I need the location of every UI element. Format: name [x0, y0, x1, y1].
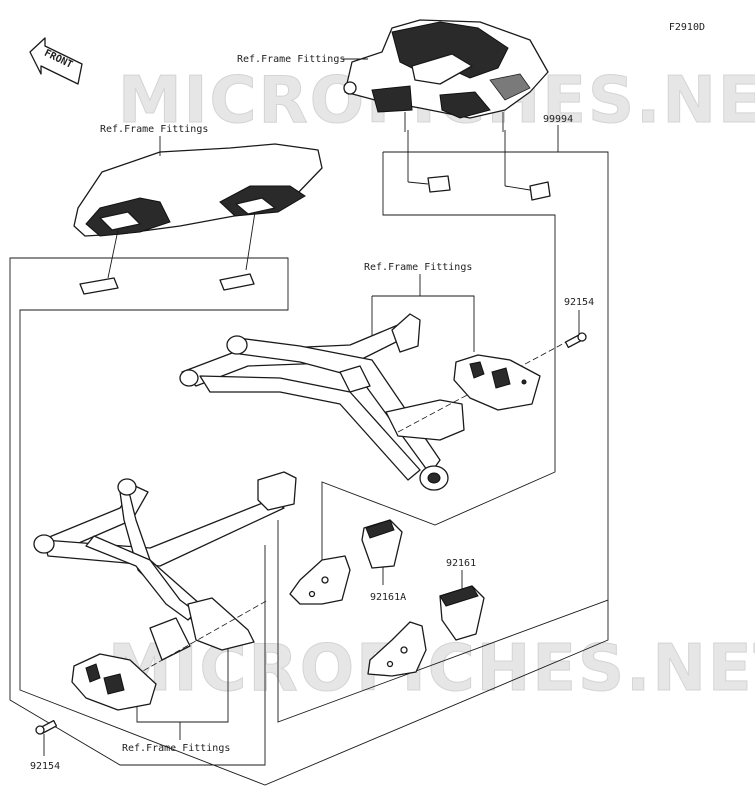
cover-92161	[439, 585, 485, 641]
rear-frame-fitting	[343, 19, 549, 132]
ref-frame-fittings-bottom-label: Ref.Frame Fittings	[122, 743, 230, 754]
ref-frame-fittings-left-label: Ref.Frame Fittings	[100, 124, 208, 135]
bracket-92161a	[289, 555, 351, 605]
part-number-92154-left: 92154	[30, 761, 60, 772]
front-frame-fitting	[73, 143, 323, 279]
bolt-92154-right	[564, 332, 587, 349]
part-number-92161: 92161	[446, 558, 476, 569]
part-number-99994: 99994	[543, 114, 573, 125]
diagram-code: F2910D	[669, 22, 705, 33]
heel-plate-lower	[71, 653, 157, 711]
ref-frame-fittings-mid-label: Ref.Frame Fittings	[364, 262, 472, 273]
pad-99994-left	[407, 130, 451, 193]
front-arrow-icon: FRONT	[29, 37, 83, 85]
lower-tube-frame	[33, 471, 297, 685]
assembly-boundary-lines	[9, 125, 609, 786]
heel-plate-upper	[453, 354, 541, 411]
part-number-92154-right: 92154	[564, 297, 594, 308]
upper-tube-frame	[179, 313, 571, 491]
pad-99994-right	[504, 130, 551, 201]
ref-frame-fittings-top-label: Ref.Frame Fittings	[237, 54, 345, 65]
part-number-92161a: 92161A	[370, 592, 406, 603]
bolt-92154-left	[35, 719, 58, 735]
bracket-92161	[367, 621, 427, 677]
pad-front-right	[219, 273, 255, 291]
pad-front-left	[79, 277, 119, 295]
cover-92161a	[361, 519, 403, 569]
